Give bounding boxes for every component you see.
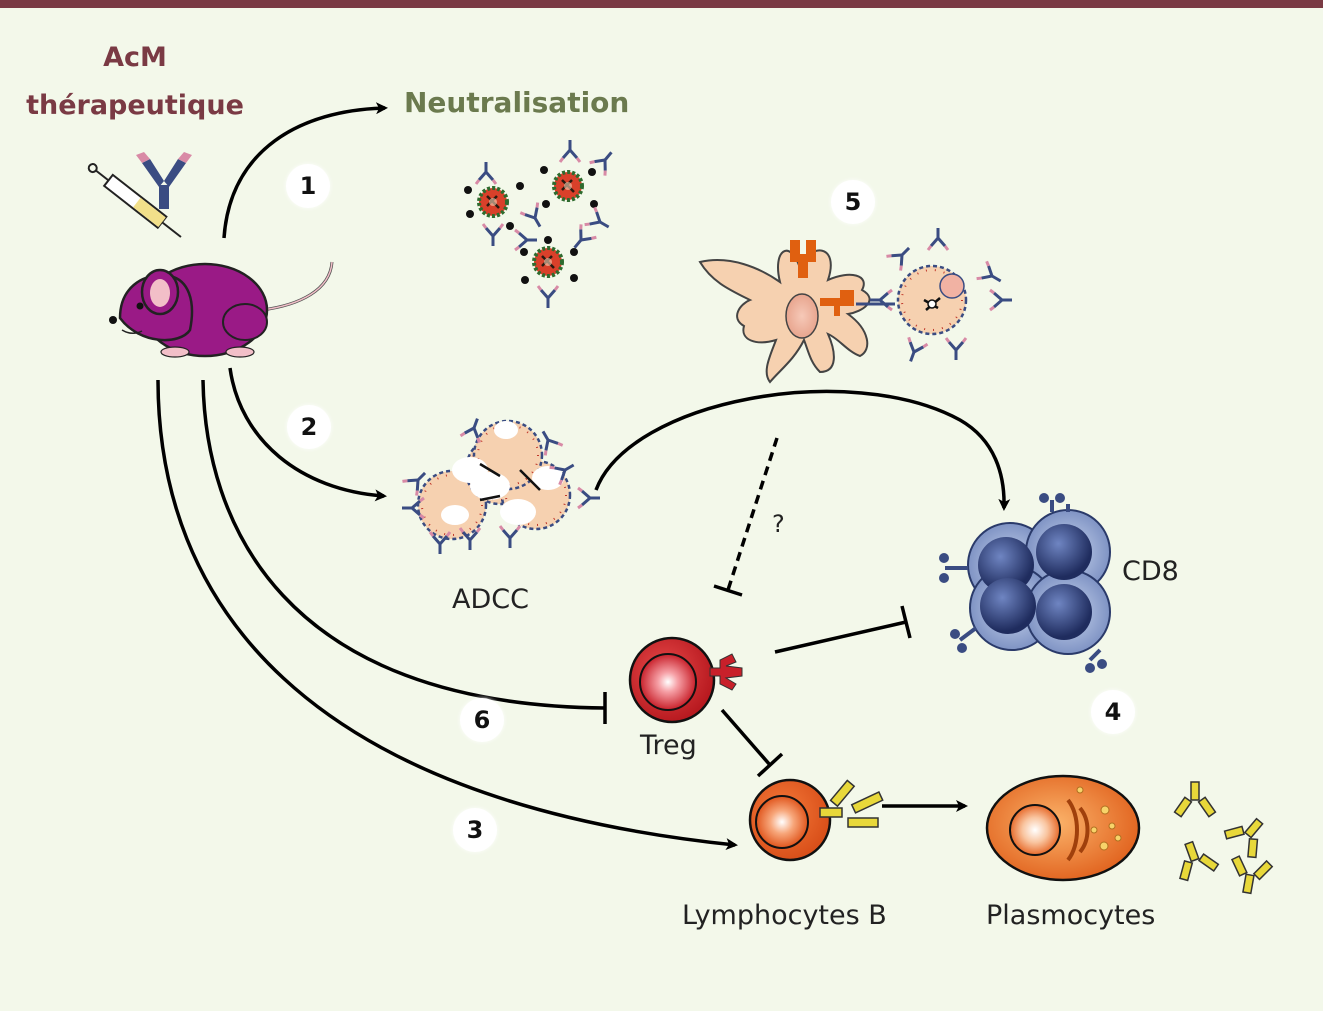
step-badge-1: 1 <box>286 164 330 208</box>
cd8-label: CD8 <box>1122 556 1179 587</box>
secreted-antibodies <box>1168 781 1276 898</box>
title-line-2: thérapeutique <box>26 90 244 121</box>
tumor-cell-icon <box>896 264 968 336</box>
title-line-1: AcM <box>103 42 167 73</box>
adcc-label: ADCC <box>452 584 529 615</box>
antibody-icon <box>136 152 192 209</box>
step-badge-4: 4 <box>1091 690 1135 734</box>
arrows <box>156 102 1011 851</box>
step-badge-2: 2 <box>287 405 331 449</box>
adcc-cluster <box>400 413 602 556</box>
dendritic-cell-icon <box>698 240 895 384</box>
step-badge-3: 3 <box>453 808 497 852</box>
cd8-cluster <box>939 493 1111 673</box>
mouse-icon <box>109 261 334 358</box>
neutralisation-cluster <box>464 138 621 310</box>
treg-cell <box>628 636 743 724</box>
syringe-icon <box>87 163 182 238</box>
question-mark: ? <box>772 510 785 538</box>
plasmocyte-cell <box>985 774 1141 882</box>
top-border <box>0 0 1323 8</box>
b-cell <box>748 778 884 862</box>
treg-label: Treg <box>640 730 697 761</box>
lymphocytes-b-label: Lymphocytes B <box>682 900 887 931</box>
neutralisation-label: Neutralisation <box>404 86 630 119</box>
plasmocytes-label: Plasmocytes <box>986 900 1156 931</box>
step-badge-5: 5 <box>831 180 875 224</box>
step-badge-6: 6 <box>460 698 504 742</box>
